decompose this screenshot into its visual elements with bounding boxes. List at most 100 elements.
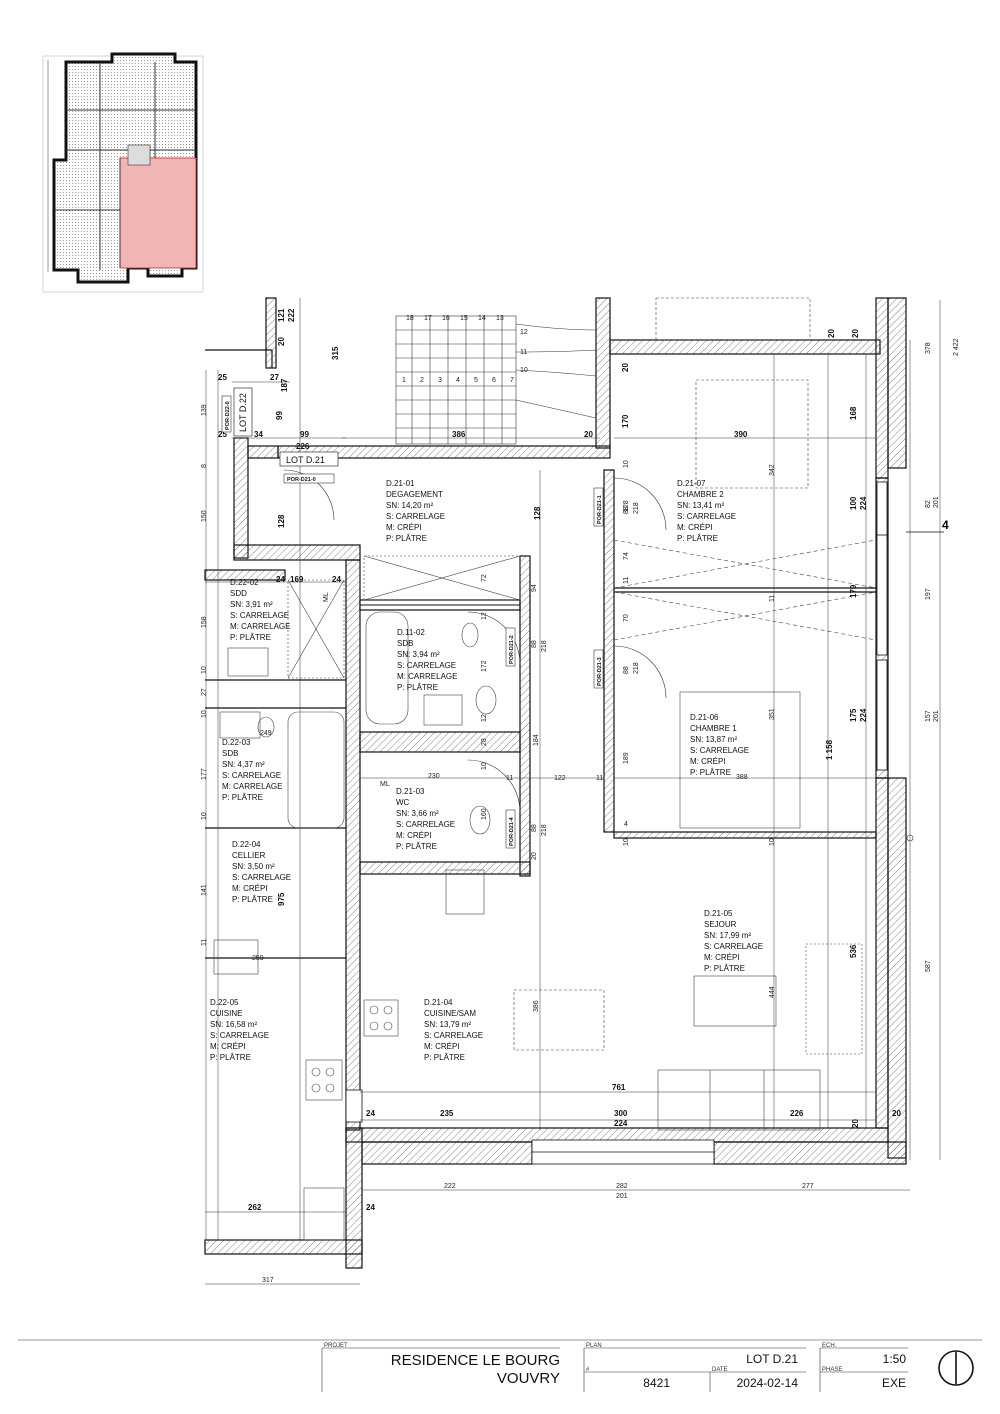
project-location: VOUVRY — [496, 1370, 560, 1387]
dim-fine: 218 — [541, 640, 548, 652]
room-ceiling: P: PLÂTRE — [690, 768, 731, 777]
dim-fine: 27 — [201, 688, 208, 696]
room-id: D.22-04 — [232, 840, 261, 849]
dim-fine: 12 — [481, 612, 488, 620]
dim-fine: 72 — [481, 574, 488, 582]
dim-label: 536 — [849, 944, 858, 958]
room-name: SDB — [222, 749, 238, 758]
dim-fine: 10 — [623, 838, 630, 846]
dim-label: 300 — [614, 1109, 628, 1118]
room-id: D.11-02 — [397, 628, 425, 637]
dim-fine: 20 — [531, 852, 538, 860]
scale-caption: ECH. — [822, 1343, 837, 1349]
dim-fine: 388 — [736, 774, 748, 781]
room-area: SN: 13,41 m² — [677, 501, 724, 510]
fixture-label: ML — [380, 781, 390, 788]
dim-label: 169 — [290, 575, 304, 584]
dim-label: 235 — [440, 1109, 454, 1118]
dim-fine: 12 — [481, 714, 488, 722]
room-name: SEJOUR — [704, 920, 737, 929]
dim-fine: 184 — [533, 734, 540, 746]
dim-fine: 2 422 — [953, 338, 960, 356]
door-swings — [283, 469, 914, 842]
room-label-d22-04: D.22-04 CELLIER SN: 3,50 m² S: CARRELAGE… — [232, 840, 291, 904]
stair-number: 7 — [510, 377, 514, 384]
room-label-d21-01: D.21-01 DEGAGEMENT SN: 14,20 m² S: CARRE… — [386, 479, 445, 543]
dim-label: 25 — [218, 373, 227, 382]
dim-fine: 10 — [201, 666, 208, 674]
dim-fine: 201 — [933, 496, 940, 508]
project-name: RESIDENCE LE BOURG — [390, 1352, 560, 1369]
dim-label: 20 — [892, 1109, 901, 1118]
room-wall: M: CRÉPI — [396, 831, 432, 840]
room-id: D.22-03 — [222, 738, 251, 747]
number-caption: # — [586, 1367, 590, 1373]
room-wall: M: CRÉPI — [677, 523, 713, 532]
room-area: SN: 17,99 m² — [704, 931, 751, 940]
dim-fine: 74 — [623, 552, 630, 560]
room-floor: S: CARRELAGE — [690, 746, 749, 755]
fine-dimension-labels: 139 8 150 158 10 27 10 177 10 249 230 11… — [201, 338, 960, 1284]
dim-fine: 587 — [925, 960, 932, 972]
dim-fine: 88 — [623, 506, 630, 514]
room-name: CHAMBRE 1 — [690, 724, 737, 733]
dim-fine: 94 — [531, 584, 538, 592]
room-wall: M: CRÉPI — [210, 1042, 246, 1051]
door-tag: POR-D21-2 — [509, 635, 515, 664]
room-area: SN: 13,87 m² — [690, 735, 737, 744]
room-ceiling: P: PLÂTRE — [232, 895, 273, 904]
dim-fine: 88 — [531, 640, 538, 648]
room-ceiling: P: PLÂTRE — [230, 633, 271, 642]
room-ceiling: P: PLÂTRE — [677, 534, 718, 543]
dim-label: 99 — [275, 411, 284, 420]
walls — [204, 297, 907, 1269]
dim-fine: 230 — [428, 773, 440, 780]
room-area: SN: 4,37 m² — [222, 760, 265, 769]
room-ceiling: P: PLÂTRE — [424, 1053, 465, 1062]
dim-fine: 28 — [481, 738, 488, 746]
dim-fine: 172 — [481, 660, 488, 672]
stair-number: 10 — [520, 367, 528, 374]
dim-fine: 351 — [769, 708, 776, 720]
dim-label: 975 — [277, 892, 286, 906]
dim-label: 224 — [859, 496, 868, 510]
dim-fine: 141 — [201, 884, 208, 896]
dim-fine: 189 — [623, 752, 630, 764]
room-name: CHAMBRE 2 — [677, 490, 724, 499]
dim-label: 224 — [614, 1119, 628, 1128]
lot-labels: LOT D.22 LOT D.21 — [233, 387, 339, 467]
room-ceiling: P: PLÂTRE — [396, 842, 437, 851]
room-name: DEGAGEMENT — [386, 490, 443, 499]
phase-value: EXE — [881, 1376, 906, 1390]
highlighted-lot — [119, 157, 197, 269]
stair-number: 18 — [406, 315, 414, 322]
room-label-d21-06: D.21-06 CHAMBRE 1 SN: 13,87 m² S: CARREL… — [690, 713, 749, 777]
fixture-label: ML — [323, 592, 330, 602]
room-id: D.21-04 — [424, 998, 453, 1007]
dim-label: 99 — [300, 430, 309, 439]
room-name: CUISINE/SAM — [424, 1009, 476, 1018]
dim-label: 226 — [790, 1109, 804, 1118]
dim-fine: 386 — [533, 1000, 540, 1012]
room-wall: M: CRÉPI — [424, 1042, 460, 1051]
stair-number: 13 — [496, 315, 504, 322]
door-tag: POR-D21-3 — [597, 657, 603, 686]
room-name: SDD — [230, 589, 247, 598]
stair-step-numbers: 18 17 16 15 14 13 12 11 10 1 2 3 4 5 6 7 — [402, 315, 528, 384]
phase-caption: PHASE — [822, 1367, 843, 1373]
room-floor: S: CARRELAGE — [232, 873, 291, 882]
dim-label: 24 — [276, 575, 285, 584]
dim-label: 179 — [849, 584, 858, 598]
room-label-d21-07: D.21-07 CHAMBRE 2 SN: 13,41 m² S: CARREL… — [677, 479, 736, 543]
dim-fine: 160 — [481, 808, 488, 820]
room-wall: M: CRÉPI — [704, 953, 740, 962]
door-tag: POR-D21-4 — [509, 816, 515, 846]
dim-fine: 282 — [616, 1183, 628, 1190]
room-area: SN: 13,79 m² — [424, 1020, 471, 1029]
room-id: D.21-03 — [396, 787, 425, 796]
room-label-d22-02: D.22-02 SDD SN: 3,91 m² S: CARRELAGE M: … — [230, 578, 290, 642]
dim-label: 187 — [280, 378, 289, 392]
room-floor: S: CARRELAGE — [396, 820, 455, 829]
room-name: CELLIER — [232, 851, 266, 860]
